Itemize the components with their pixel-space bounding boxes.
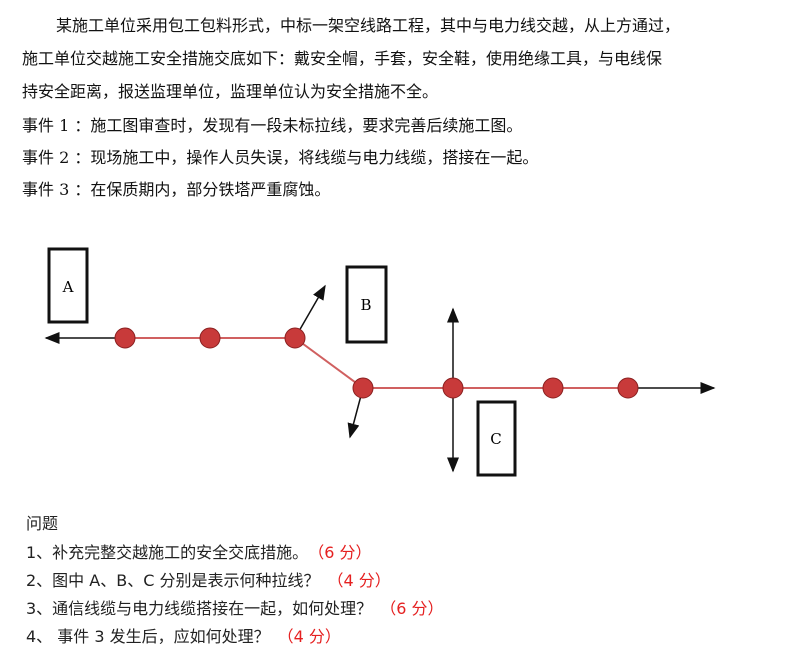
question-score: （4 分） xyxy=(277,627,341,646)
question-text: 1、补充完整交越施工的安全交底措施。 xyxy=(26,543,309,562)
pole-3 xyxy=(284,327,306,349)
question-score: （6 分） xyxy=(380,599,444,618)
question-1: 1、补充完整交越施工的安全交底措施。 （6 分） xyxy=(26,543,371,563)
paragraph-line-1: 某施工单位采用包工包料形式，中标一架空线路工程，其中与电力线交越，从上方通过， xyxy=(56,16,681,35)
question-score: （4 分） xyxy=(327,571,391,590)
paragraph-line-3: 持安全距离，报送监理单位，监理单位认为安全措施不全。 xyxy=(22,82,439,101)
paragraph-line-2: 施工单位交越施工安全措施交底如下：戴安全帽，手套，安全鞋，使用绝缘工具，与电线保 xyxy=(22,49,663,68)
pole-2 xyxy=(199,327,221,349)
question-score: （6 分） xyxy=(316,543,372,562)
box-a xyxy=(47,247,89,324)
pole-5 xyxy=(442,377,464,399)
box-b xyxy=(345,265,388,344)
label-c: C xyxy=(490,430,501,448)
pole-4 xyxy=(352,377,374,399)
label-b: B xyxy=(360,296,371,314)
question-text: 4、 事件 3 发生后，应如何处理？ xyxy=(26,627,270,646)
question-text: 2、图中 A、B、C 分别是表示何种拉线？ xyxy=(26,571,320,590)
question-2: 2、图中 A、B、C 分别是表示何种拉线？ （4 分） xyxy=(26,571,391,591)
pole-7 xyxy=(617,377,639,399)
event-1: 事件 1 ：施工图审查时，发现有一段未标拉线，要求完善后续施工图。 xyxy=(22,116,523,135)
label-a: A xyxy=(62,278,74,296)
pole-6 xyxy=(542,377,564,399)
box-c xyxy=(476,400,517,477)
pole-1 xyxy=(114,327,136,349)
question-4: 4、 事件 3 发生后，应如何处理？ （4 分） xyxy=(26,627,341,647)
question-3: 3、通信线缆与电力线缆搭接在一起，如何处理？ （6 分） xyxy=(26,599,443,619)
question-text: 3、通信线缆与电力线缆搭接在一起，如何处理？ xyxy=(26,599,373,618)
event-3: 事件 3 ：在保质期内，部分铁塔严重腐蚀。 xyxy=(22,180,331,199)
questions-title: 问题 xyxy=(26,514,59,533)
event-2: 事件 2 ：现场施工中，操作人员失误，将线缆与电力线缆，搭接在一起。 xyxy=(22,148,539,167)
